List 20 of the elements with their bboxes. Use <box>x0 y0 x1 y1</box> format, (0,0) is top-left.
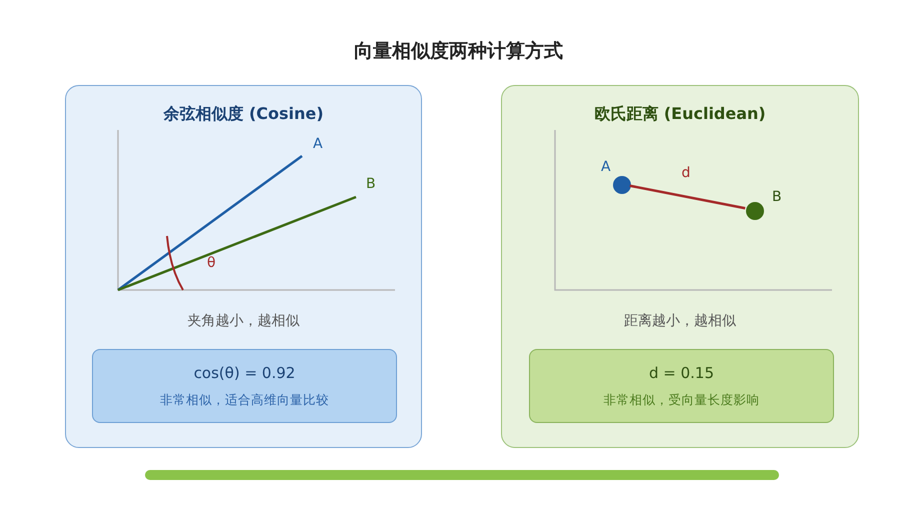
panel-title: 欧氏距离 (Euclidean) <box>593 104 767 125</box>
result-note: 非常相似，受向量长度影响 <box>602 392 760 409</box>
result-box <box>529 349 834 423</box>
point-label: A <box>601 159 611 175</box>
edge-label: d <box>682 165 690 181</box>
panel-caption: 距离越小，越相似 <box>623 312 737 330</box>
angle-label: θ <box>207 255 216 271</box>
result-note: 非常相似，适合高维向量比较 <box>159 392 330 409</box>
diagram-title: 向量相似度两种计算方式 <box>353 39 564 64</box>
vector-label: B <box>366 176 376 192</box>
result-box <box>92 349 397 423</box>
result-value: d = 0.15 <box>648 364 716 382</box>
point-label: B <box>772 189 782 205</box>
panel-caption: 夹角越小，越相似 <box>186 312 300 330</box>
panel <box>501 85 859 448</box>
panel-title: 余弦相似度 (Cosine) <box>162 104 325 125</box>
result-value: cos(θ) = 0.92 <box>192 364 296 382</box>
vector-label: A <box>313 136 323 152</box>
connector-line <box>630 184 746 210</box>
panel <box>65 85 422 448</box>
